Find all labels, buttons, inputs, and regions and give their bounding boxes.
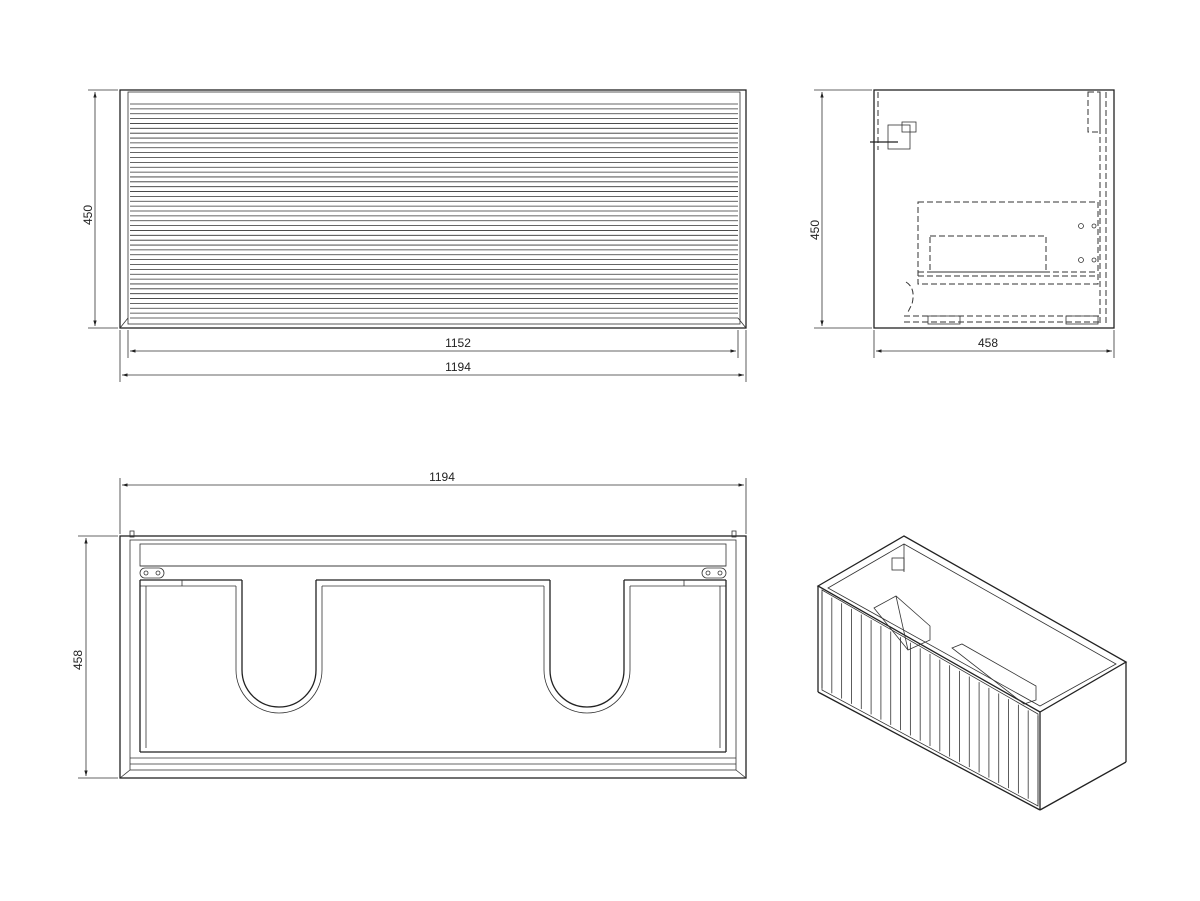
side-depth-dimension: 458 [873, 330, 1115, 358]
side-view [870, 89, 1115, 329]
side-height-dimension: 450 [808, 89, 872, 329]
side-height-label: 450 [808, 220, 822, 240]
front-height-label: 450 [81, 205, 95, 225]
top-width-dimension: 1194 [119, 470, 747, 534]
top-depth-label: 458 [71, 650, 85, 670]
front-outer-width-dimension: 1194 [119, 330, 747, 382]
top-depth-dimension: 458 [71, 535, 118, 779]
front-inner-width-label: 1152 [445, 336, 471, 350]
front-outer-width-label: 1194 [445, 360, 471, 374]
isometric-front-slats [821, 592, 1039, 804]
side-depth-label: 458 [978, 336, 998, 350]
front-height-dimension: 450 [81, 89, 118, 329]
top-view [119, 530, 747, 779]
isometric-view [816, 535, 1128, 811]
top-width-label: 1194 [429, 470, 455, 484]
front-slats [130, 103, 738, 319]
front-view [119, 89, 747, 329]
front-inner-width-dimension: 1152 [127, 330, 739, 358]
